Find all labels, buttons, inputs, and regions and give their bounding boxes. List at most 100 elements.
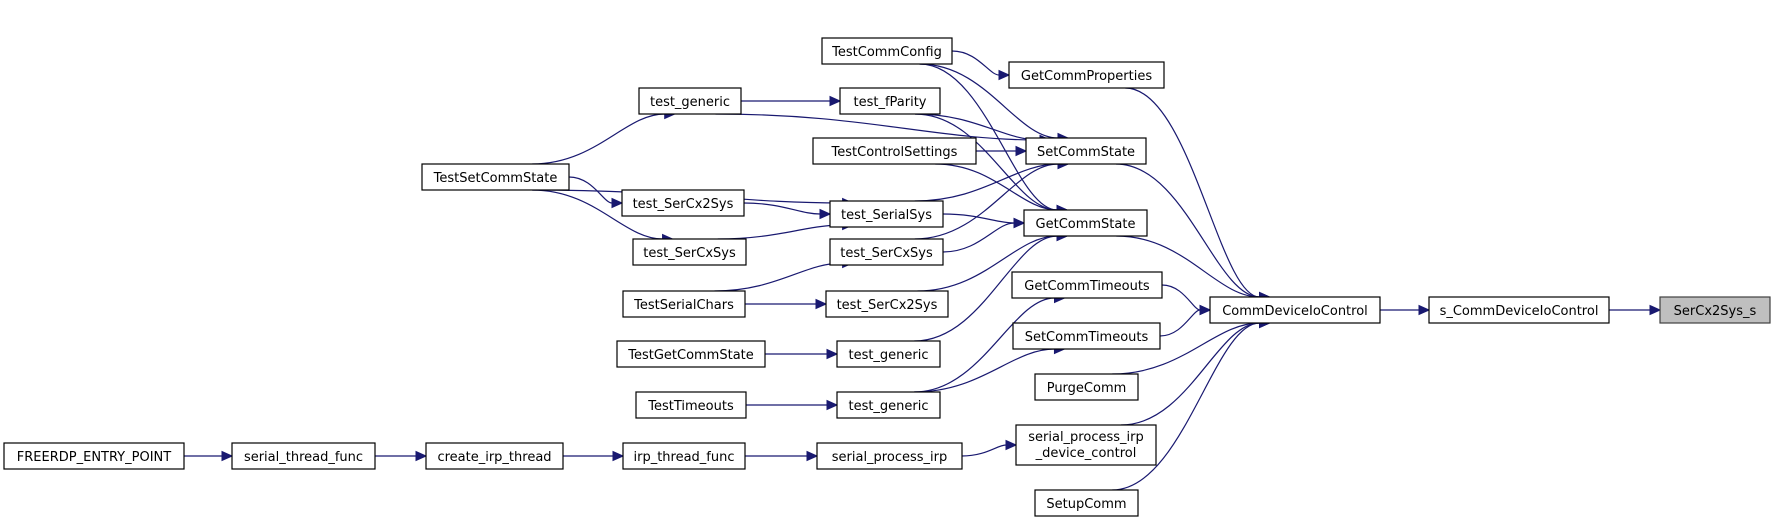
arrowhead-icon [611,197,624,209]
node-label: create_irp_thread [437,450,551,465]
node-label: TestTimeouts [647,399,734,414]
edge-line [1112,322,1260,491]
node-box [1012,322,1161,350]
node-label: TestGetCommState [627,348,754,363]
node-test-sercxsys-a[interactable]: test_SerCxSys [632,238,747,266]
node-test-fparity[interactable]: test_fParity [839,87,941,115]
edge-line [1116,235,1260,298]
node-testgetcommstate[interactable]: TestGetCommState [616,340,766,368]
node-label: SetupComm [1046,497,1126,512]
node-freerdp-entry-point[interactable]: FREERDP_ENTRY_POINT [3,442,185,470]
node-test-generic-a[interactable]: test_generic [638,87,742,115]
node-label: TestControlSettings [831,145,958,160]
node-box [421,163,570,191]
node-test-sercx2sys-a[interactable]: test_SerCx2Sys [621,189,745,217]
node-label: test_generic [650,95,730,110]
edge-testserialchars-to-test_sercx2sys_b [744,298,828,310]
node-box [621,189,745,217]
edge-serial_process_irp-to-serial_process_irp_device_control [961,439,1018,457]
node-label: GetCommProperties [1021,69,1152,84]
node-getcommtimeouts[interactable]: GetCommTimeouts [1011,271,1163,299]
node-box [1008,61,1165,89]
node-test-serialsys[interactable]: test_SerialSys [829,200,944,228]
node-commdeviceiocontrol[interactable]: CommDeviceIoControl [1209,296,1381,324]
arrowhead-icon [415,450,428,462]
node-serial-process-irp[interactable]: serial_process_irp [816,442,963,470]
node-box [622,290,746,318]
node-test-sercxsys-b[interactable]: test_SerCxSys [829,238,944,266]
node-box [836,391,941,419]
node-testcontrolsettings[interactable]: TestControlSettings [812,137,977,165]
node-box [1428,296,1610,324]
node-setcommtimeouts[interactable]: SetCommTimeouts [1012,322,1161,350]
node-setupcomm[interactable]: SetupComm [1034,489,1139,517]
node-test-sercx2sys-b[interactable]: test_SerCx2Sys [825,290,949,318]
node-getcommstate[interactable]: GetCommState [1023,209,1148,237]
node-label: test_SerCxSys [643,246,736,261]
node-box [821,37,953,65]
node-irp-thread-func[interactable]: irp_thread_func [622,442,746,470]
arrowhead-icon [829,95,842,107]
node-label: test_fParity [853,95,926,110]
node-label: GetCommState [1036,217,1136,232]
node-box [616,340,766,368]
node-s-commdeviceiocontrol[interactable]: s_CommDeviceIoControl [1428,296,1610,324]
node-box [622,442,746,470]
node-label: SerCx2Sys_s [1674,304,1757,319]
node-test-generic-c[interactable]: test_generic [836,391,941,419]
node-box [638,87,742,115]
edge-test_generic_a-to-test_fparity [740,95,842,107]
node-setcommstate[interactable]: SetCommState [1025,137,1147,165]
node-box [425,442,564,470]
node-getcommproperties[interactable]: GetCommProperties [1008,61,1165,89]
node-testsetcommstate[interactable]: TestSetCommState [421,163,570,191]
edge-line [914,235,1058,342]
edge-line [951,50,1000,76]
node-label: TestCommConfig [831,45,942,60]
edge-line [961,444,1007,457]
edge-line [717,224,843,240]
edge-freerdp_entry_point-to-serial_thread_func [184,450,234,462]
edge-line [1115,163,1260,298]
node-label: test_generic [848,399,928,414]
node-purgecomm[interactable]: PurgeComm [1034,373,1139,401]
node-label: SetCommState [1037,145,1135,160]
edge-line [1112,322,1260,375]
node-sercx2sys-s: SerCx2Sys_s [1659,296,1771,324]
node-testtimeouts[interactable]: TestTimeouts [635,391,747,419]
node-label: test_SerCx2Sys [837,298,938,313]
edge-getcommproperties-to-commdeviceiocontrol [1125,87,1271,303]
edge-line [914,163,1059,240]
edges-layer [184,50,1662,491]
nodes-layer: SerCx2Sys_s s_CommDeviceIoControl CommDevi… [3,37,1771,517]
arrowhead-icon [612,450,625,462]
edge-irp_thread_func-to-serial_process_irp [745,450,819,462]
edge-line [1125,87,1260,298]
node-label: FREERDP_ENTRY_POINT [17,450,171,465]
node-test-generic-b[interactable]: test_generic [836,340,941,368]
node-testserialchars[interactable]: TestSerialChars [622,290,746,318]
node-box [1209,296,1381,324]
node-label: PurgeComm [1047,381,1127,396]
node-label-line2: _device_control [1035,446,1137,461]
node-box [829,200,944,228]
node-label: test_SerialSys [841,208,932,223]
node-box [231,442,376,470]
node-box [1034,489,1139,517]
node-serial-thread-func[interactable]: serial_thread_func [231,442,376,470]
edge-testgetcommstate-to-test_generic_b [764,348,839,360]
node-label: serial_process_irp [1028,430,1143,445]
node-label: serial_process_irp [832,450,947,465]
edge-create_irp_thread-to-irp_thread_func [563,450,625,462]
edge-testtimeouts-to-test_generic_c [746,399,839,411]
node-box [3,442,185,470]
node-create-irp-thread[interactable]: create_irp_thread [425,442,564,470]
edge-line [935,163,1058,211]
node-label: s_CommDeviceIoControl [1440,304,1599,319]
arrowhead-icon [1418,304,1431,316]
edge-line [914,113,1041,141]
edge-s_commdeviceiocontrol-to-sercx2sys_s [1609,304,1662,316]
node-serial-process-irp-device-control[interactable]: serial_process_irp_device_control [1015,424,1157,466]
node-testcommconfig[interactable]: TestCommConfig [821,37,953,65]
